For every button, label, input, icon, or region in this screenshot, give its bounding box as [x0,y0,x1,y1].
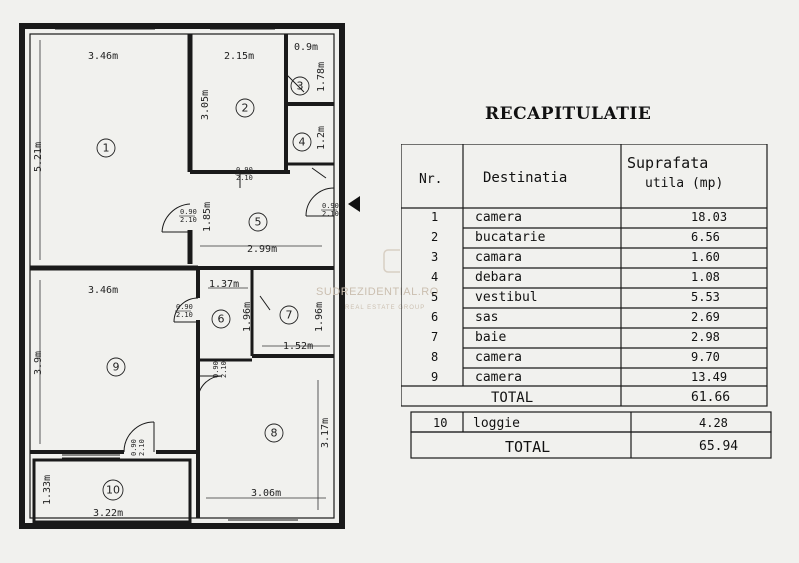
dim-r9-height: 3.9m [33,351,44,375]
row-value: 9.70 [691,350,720,364]
row-destinatia: camera [475,350,522,365]
inner-wall-line [29,33,335,519]
outer-wall [19,23,345,529]
loggia-nr: 10 [433,416,448,430]
recap-table [401,144,772,459]
door-label-height: 2.10 [176,311,193,319]
row-nr: 8 [431,350,439,364]
door-label-width: 0.90 [176,303,193,311]
dim-r3-height: 1.78m [316,62,327,92]
door-label-width: 0.90 [322,202,339,210]
dim-r1-width: 3.46m [88,51,118,62]
door-label-height: 2.10 [322,210,339,218]
dim-r10-height: 1.33m [42,475,53,505]
dim-r5-width: 2.99m [247,244,277,255]
row-destinatia: camara [475,250,522,265]
row-nr: 6 [431,310,439,324]
dim-r4-height: 1.2m [316,126,327,150]
room-number-6: 6 [218,313,225,326]
row-destinatia: vestibul [475,290,538,305]
dim-r9-width: 3.46m [88,285,118,296]
recap-title: RECAPITULATIE [485,104,652,124]
row-value: 2.98 [691,330,720,344]
room-number-9: 9 [113,361,120,374]
room-labels: 1 2 3 4 5 6 7 8 9 10 [96,76,312,501]
dim-r8-height: 3.17m [320,418,331,448]
room-number-5: 5 [255,216,262,229]
dimension-labels: 3.46m 5.21m 2.15m 3.05m 0.9m 1.78m 1.2m … [33,42,331,519]
row-value: 1.08 [691,270,720,284]
subtotal-value: 61.66 [691,390,731,405]
row-value: 2.69 [691,310,720,324]
door-label-height: 2.10 [180,216,197,224]
dim-r3-width: 0.9m [294,42,318,53]
row-nr: 4 [431,270,439,284]
dim-r7-width: 1.52m [283,341,313,352]
dim-r10-width: 3.22m [93,508,123,519]
room-number-1: 1 [103,142,110,155]
row-destinatia: bucatarie [475,230,546,245]
dim-r6-height: 1.96m [242,302,253,332]
row-value: 5.53 [691,290,720,304]
row-destinatia: camera [475,370,522,385]
dim-r5-height: 1.85m [202,202,213,232]
subtotal-label: TOTAL [491,390,534,406]
floor-plan: 1 2 3 4 5 6 7 8 9 10 3.46m 5.21m 2.15m 3… [19,23,400,529]
entrance-arrow-icon [348,196,360,212]
row-destinatia: baie [475,330,507,345]
dim-r6-width: 1.37m [209,279,239,290]
row-nr: 9 [431,370,439,384]
door-label-height: 2.10 [220,361,228,378]
header-nr: Nr. [419,172,443,187]
door-label-height: 2.10 [138,439,146,456]
dim-r2-width: 2.15m [224,51,254,62]
loggia-value: 4.28 [699,416,728,430]
row-nr: 7 [431,330,439,344]
dim-r1-height: 5.21m [33,142,44,172]
door-labels: 0.90 2.10 0.90 2.10 0.90 2.10 0.90 2.10 … [130,166,339,456]
door-label-width: 0.90 [130,439,138,456]
room-number-7: 7 [286,309,293,322]
row-value: 18.03 [691,210,728,224]
watermark-logo [383,249,400,273]
room-number-8: 8 [271,427,278,440]
row-destinatia: sas [475,310,499,325]
total-value: 65.94 [699,439,739,454]
room-number-10: 10 [106,484,120,497]
dim-r2-height: 3.05m [200,90,211,120]
row-value: 13.49 [691,370,728,384]
room-number-3: 3 [297,80,304,93]
loggia-dest: loggie [473,416,520,431]
row-value: 1.60 [691,250,720,264]
door-label-width: 0.90 [180,208,197,216]
row-value: 6.56 [691,230,720,244]
header-suprafata: Suprafata [627,154,709,172]
room-number-2: 2 [242,102,249,115]
header-utila: utila (mp) [645,176,724,191]
table-frame [401,144,768,407]
row-destinatia: camera [475,210,522,225]
header-destinatia: Destinatia [483,170,568,186]
row-nr: 1 [431,210,439,224]
watermark-text: SUDREZIDENTIAL.RO [316,286,439,298]
recap-table-text: Nr. Destinatia Suprafata utila (mp) 1 cam… [401,144,777,466]
row-nr: 5 [431,290,439,304]
row-nr: 2 [431,230,439,244]
dim-r7-height: 1.96m [314,302,325,332]
loggia-wall [32,458,192,524]
dim-r8-width: 3.06m [251,488,281,499]
door-label-height: 2.10 [236,174,253,182]
row-nr: 3 [431,250,439,264]
room-number-4: 4 [299,136,306,149]
total-label: TOTAL [505,438,551,456]
door-label-width: 0.90 [212,361,220,378]
watermark-subtext: REAL ESTATE GROUP [345,305,426,311]
row-destinatia: debara [475,270,522,285]
door-label-width: 0.90 [236,166,253,174]
